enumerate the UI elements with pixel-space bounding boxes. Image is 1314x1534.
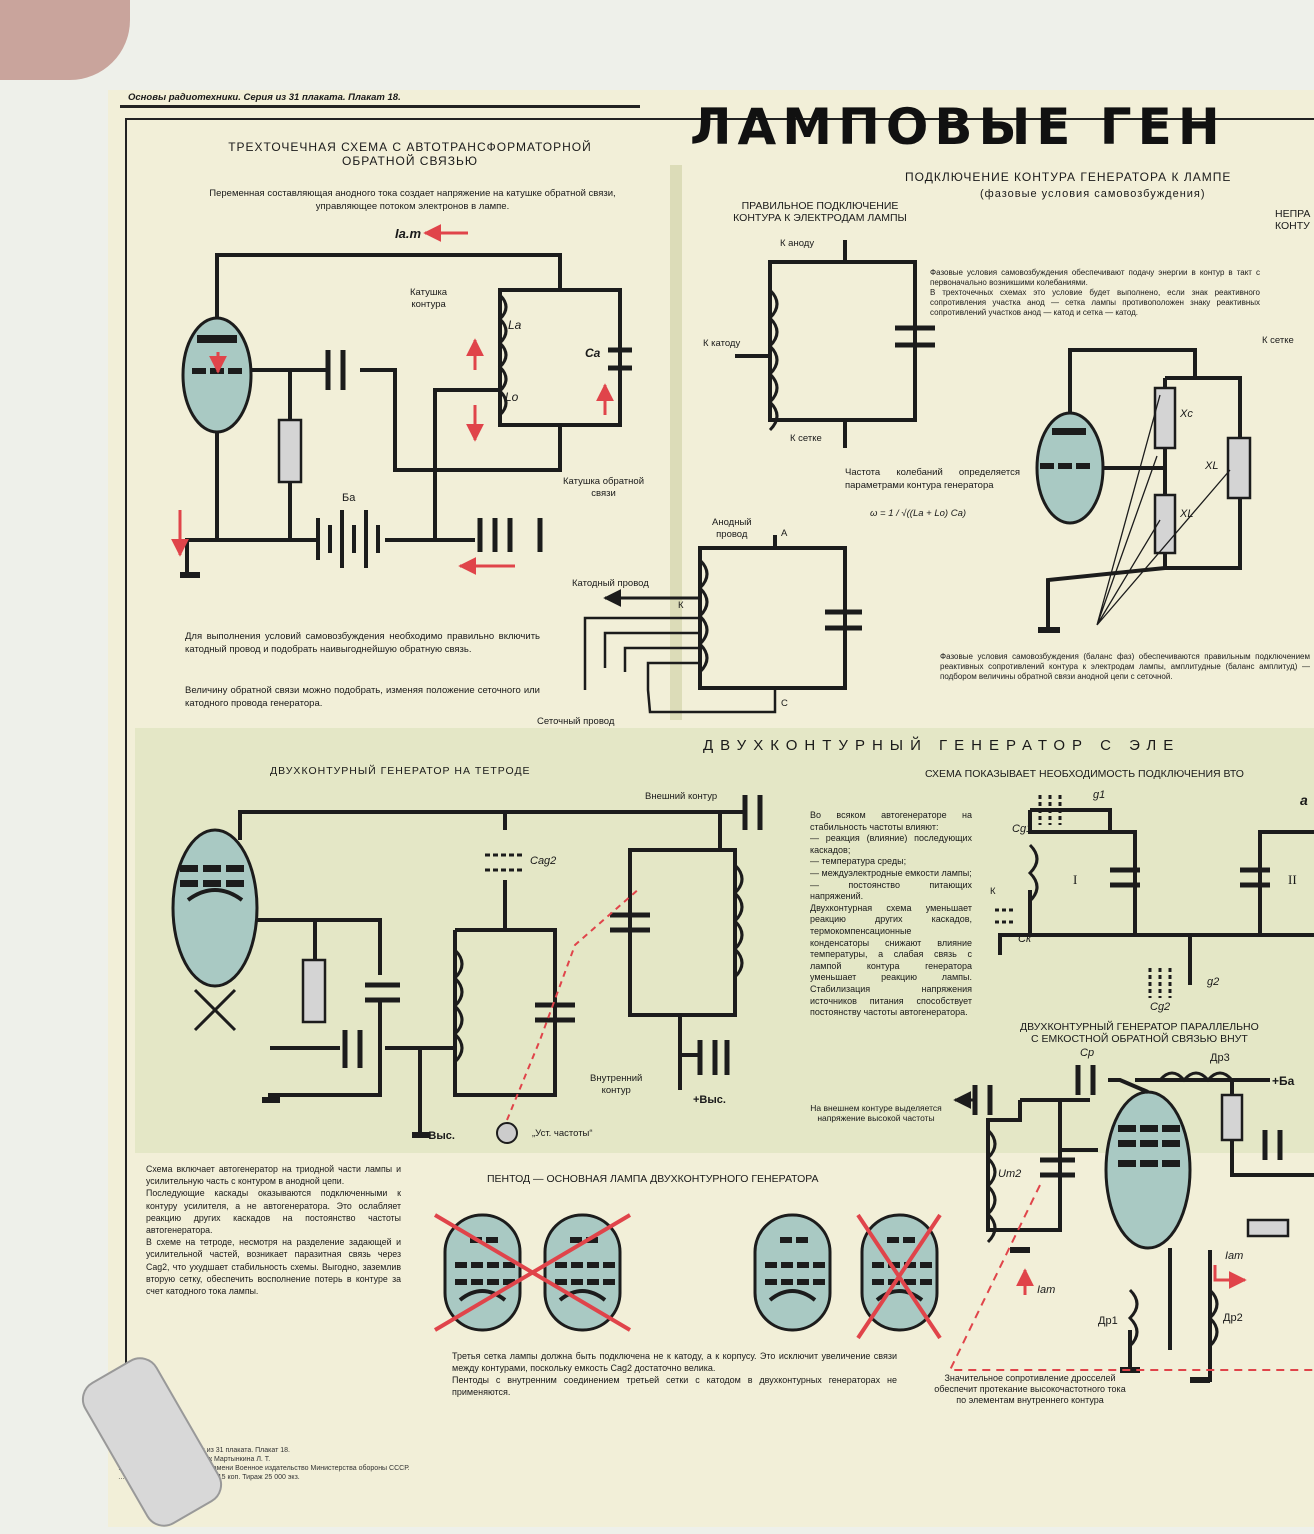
label-to-anode: К аноду (780, 238, 815, 249)
reactance-circuit (1035, 348, 1252, 633)
label-circuit-coil: Катушка контура (410, 287, 448, 310)
autotransformer-circuit (180, 253, 632, 578)
tapped-coil-circuit (583, 535, 862, 714)
pentode-title: ПЕНТОД — ОСНОВНАЯ ЛАМПА ДВУХКОНТУРНОГО Г… (487, 1173, 819, 1185)
resistor-1 (277, 418, 303, 484)
label-plus-high-2: +Выс. (693, 1094, 726, 1106)
section2-subtitle: (фазовые условия самовозбуждения) (980, 188, 1206, 200)
label-cg1: Cg1 (1012, 823, 1033, 835)
label-to-grid-right: К сетке (1262, 335, 1294, 346)
pentode-tube-2 (543, 1213, 622, 1332)
label-C: С (781, 698, 788, 709)
tetrode-title: ДВУХКОНТУРНЫЙ ГЕНЕРАТОР НА ТЕТРОДЕ (270, 765, 531, 777)
label-um2: Um2 (998, 1168, 1022, 1180)
frequency-text: Частота колебаний определяется параметра… (845, 467, 1020, 491)
label-dr2: Др2 (1223, 1312, 1243, 1324)
label-to-cathode: К катоду (703, 338, 741, 349)
label-dr1: Др1 (1098, 1315, 1118, 1327)
label-cathode-wire: Катодный провод (572, 578, 649, 589)
pentode-text: Третья сетка лампы должна быть подключен… (452, 1351, 897, 1397)
tetrode-tube (171, 828, 259, 988)
wrong-connection-title: НЕПРА КОНТУ (1275, 208, 1311, 232)
label-outer-circuit: Внешний контур (645, 791, 718, 802)
lc-circuit-correct (735, 240, 935, 448)
label-to-grid: К сетке (790, 433, 822, 444)
outer-note: На внешнем контуре выделяется напряжение… (810, 1103, 942, 1123)
parallel-two-circuit-generator (953, 1065, 1314, 1383)
label-La: Lа (508, 318, 522, 332)
parallel-title: ДВУХКОНТУРНЫЙ ГЕНЕРАТОР ПАРАЛЛЕЛЬНО С ЕМ… (1020, 1021, 1259, 1045)
section3-title: ДВУХКОНТУРНЫЙ ГЕНЕРАТОР С ЭЛЕ (703, 737, 1181, 754)
label-A: А (781, 528, 788, 539)
label-inner-circuit: Внутренний контур (590, 1073, 643, 1096)
section2-title: ПОДКЛЮЧЕНИЕ КОНТУРА ГЕНЕРАТОРА К ЛАМПЕ (905, 170, 1232, 184)
pentode-tubes (443, 1213, 939, 1332)
stability-text: Во всяком автогенераторе на стабильность… (810, 810, 972, 1018)
label-k: К (990, 886, 996, 897)
green-panel (135, 728, 1314, 1153)
balance-text: Фазовые условия самовозбуждения (баланс … (940, 652, 1310, 681)
label-Ca: Cа (585, 346, 601, 360)
header-rule (120, 105, 640, 108)
label-cag2: Cag2 (530, 855, 557, 867)
label-anode-current: Iа.m (395, 226, 422, 241)
poster-frame (125, 118, 1314, 1430)
label-anode-wire: Анодный провод (712, 517, 752, 540)
label-K: К (678, 600, 684, 611)
label-freq-set: „Уст. частоты“ (532, 1128, 593, 1139)
label-g2: g2 (1207, 976, 1220, 988)
label-battery: Бa (342, 492, 356, 504)
label-xc: Xc (1180, 408, 1193, 420)
label-plus-high-1: +Выс. (422, 1130, 455, 1142)
label-I: I (1073, 872, 1078, 887)
freq-knob (496, 1122, 518, 1144)
two-circuit-coupling-scheme (995, 795, 1314, 998)
label-igm: Iаm (1225, 1250, 1244, 1262)
label-cg2: Cg2 (1150, 1001, 1171, 1013)
label-grid-wire: Сеточный провод (537, 716, 615, 727)
frequency-formula: ω = 1 / √((Lа + Lо) Cа) (870, 508, 967, 519)
section1-intro: Переменная составляющая анодного тока со… (209, 188, 616, 212)
section1-para1: Для выполнения условий самовозбуждения н… (185, 631, 540, 655)
series-line: Основы радиотехники. Серия из 31 плаката… (128, 92, 401, 103)
label-plus-b: +Ба (1272, 1074, 1295, 1088)
pentode-tube-1 (443, 1213, 522, 1332)
label-a: a (1300, 792, 1308, 808)
divider-strip (670, 165, 682, 720)
label-feedback-coil: Катушка обратной связи (563, 476, 644, 499)
choke-text: Значительное сопротивление дросселей обе… (934, 1373, 1126, 1405)
tetrode-two-circuit-generator (171, 795, 763, 1144)
label-II: II (1288, 872, 1297, 887)
scheme-text: СХЕМА ПОКАЗЫВАЕТ НЕОБХОДИМОСТЬ ПОДКЛЮЧЕН… (925, 768, 1244, 780)
label-dr3: Др3 (1210, 1052, 1230, 1064)
label-Lo: Lо (505, 390, 519, 404)
phase-condition-text: Фазовые условия самовозбуждения обеспечи… (930, 268, 1260, 317)
section1-para2: Величину обратной связи можно подобрать,… (185, 685, 540, 709)
label-g1: g1 (1093, 789, 1106, 801)
label-cp: Cp (1080, 1047, 1095, 1059)
correct-connection-title: ПРАВИЛЬНОЕ ПОДКЛЮЧЕНИЕ КОНТУРА К ЭЛЕКТРО… (733, 200, 907, 224)
cross-marks (433, 1213, 942, 1340)
label-xl-1: XL (1205, 460, 1219, 472)
section1-title: ТРЕХТОЧЕЧНАЯ СХЕМА С АВТОТРАНСФОРМАТОРНО… (228, 140, 592, 168)
pentode-tube-3 (753, 1213, 832, 1332)
label-iam: Iаm (1037, 1284, 1056, 1296)
tetrode-text: Схема включает автогенератор на триодной… (146, 1164, 401, 1297)
main-title: ЛАМПОВЫЕ ГЕН (690, 98, 1226, 156)
